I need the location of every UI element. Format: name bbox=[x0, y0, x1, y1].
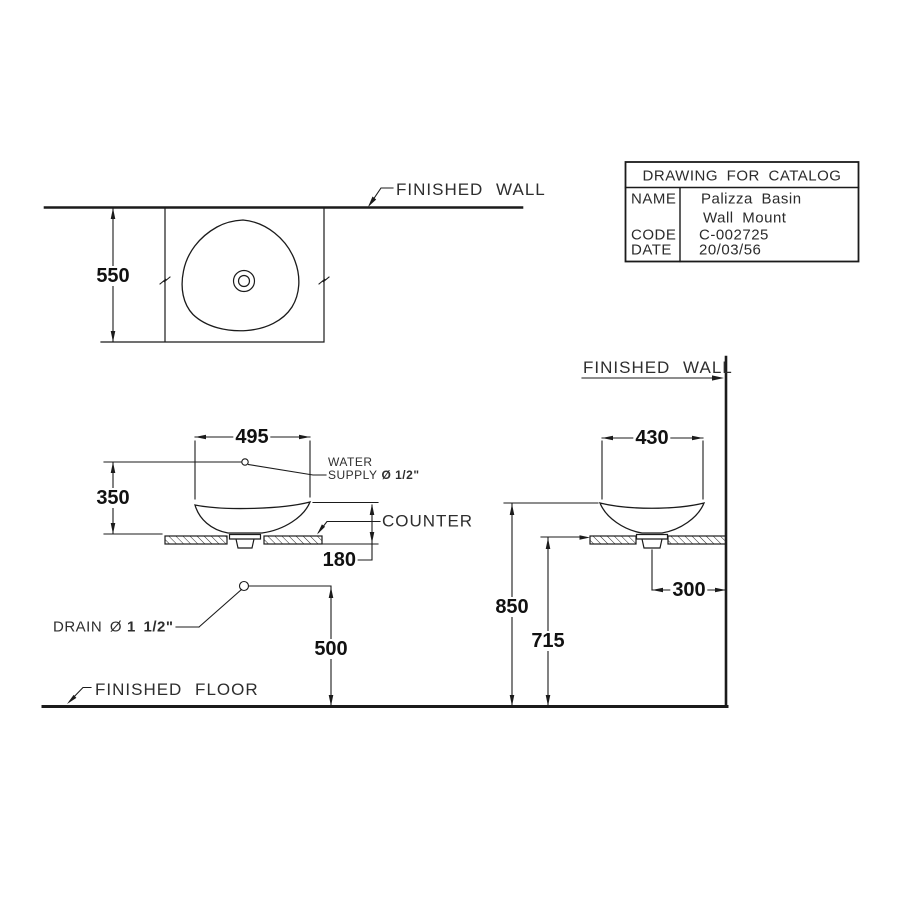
dim-850 bbox=[503, 502, 599, 706]
dim-350-text: 350 bbox=[94, 487, 132, 509]
finished-wall-label-side: FINISHED WALL bbox=[583, 358, 733, 377]
side-wall-callout bbox=[581, 375, 724, 381]
dim-430-text: 430 bbox=[633, 427, 671, 449]
front-counter-right bbox=[263, 535, 323, 545]
title-block-name-value-line1: Palizza Basin bbox=[701, 190, 802, 208]
dim-550-text: 550 bbox=[94, 265, 132, 287]
water-supply-prefix: SUPPLY bbox=[328, 468, 378, 482]
side-elevation bbox=[503, 355, 728, 708]
front-counter-left bbox=[164, 535, 228, 545]
dim-300-text: 300 bbox=[670, 579, 708, 601]
plan-basin-outline bbox=[181, 219, 300, 332]
title-block-code-label: CODE bbox=[631, 226, 677, 244]
title-block-date-value: 20/03/56 bbox=[699, 241, 762, 259]
finished-floor-label: FINISHED FLOOR bbox=[95, 680, 259, 699]
dim-495-text: 495 bbox=[233, 426, 271, 448]
title-block-name-label: NAME bbox=[631, 190, 677, 208]
floor-leader bbox=[67, 686, 92, 704]
side-basin-outline bbox=[598, 502, 706, 534]
title-block-date-label: DATE bbox=[631, 241, 672, 259]
water-supply-leader bbox=[247, 463, 327, 476]
plan-break-ticks bbox=[159, 276, 330, 285]
title-block-title: DRAWING FOR CATALOG bbox=[642, 167, 842, 185]
front-drain-fitting bbox=[228, 533, 262, 549]
dim-180-text: 180 bbox=[320, 549, 358, 571]
front-basin-outline bbox=[194, 501, 312, 534]
drain-label-prefix: DRAIN Ø bbox=[53, 618, 123, 636]
side-drain-fitting bbox=[635, 533, 669, 549]
water-supply-point bbox=[241, 458, 249, 466]
plan-wall-leader bbox=[368, 187, 394, 206]
side-counter-right bbox=[667, 535, 727, 545]
dim-500-text: 500 bbox=[312, 638, 350, 660]
finished-wall-label-plan: FINISHED WALL bbox=[396, 180, 546, 199]
front-elevation bbox=[67, 434, 381, 706]
dim-715-text: 715 bbox=[529, 630, 567, 652]
dim-715 bbox=[540, 535, 590, 706]
plan-wall-leader-arrow bbox=[368, 196, 377, 207]
counter-leader bbox=[317, 520, 381, 535]
dim-850-text: 850 bbox=[493, 596, 531, 618]
title-block-code-value: C-002725 bbox=[699, 226, 769, 244]
drain-callout bbox=[175, 580, 332, 628]
counter-label: COUNTER bbox=[382, 511, 474, 531]
plan-drain-inner-circle bbox=[237, 274, 251, 288]
plan-drain-outer-circle bbox=[232, 269, 256, 293]
dim-180 bbox=[312, 501, 379, 561]
plan-counter-outline bbox=[100, 208, 325, 343]
side-counter-left bbox=[589, 535, 637, 545]
title-block-name-value-line2: Wall Mount bbox=[703, 209, 787, 227]
title-block-frame bbox=[624, 161, 860, 263]
water-supply-label-line1: WATER bbox=[328, 455, 373, 469]
drain-label-size: 1 1/2" bbox=[127, 618, 174, 636]
water-supply-size: Ø 1/2" bbox=[381, 468, 420, 482]
